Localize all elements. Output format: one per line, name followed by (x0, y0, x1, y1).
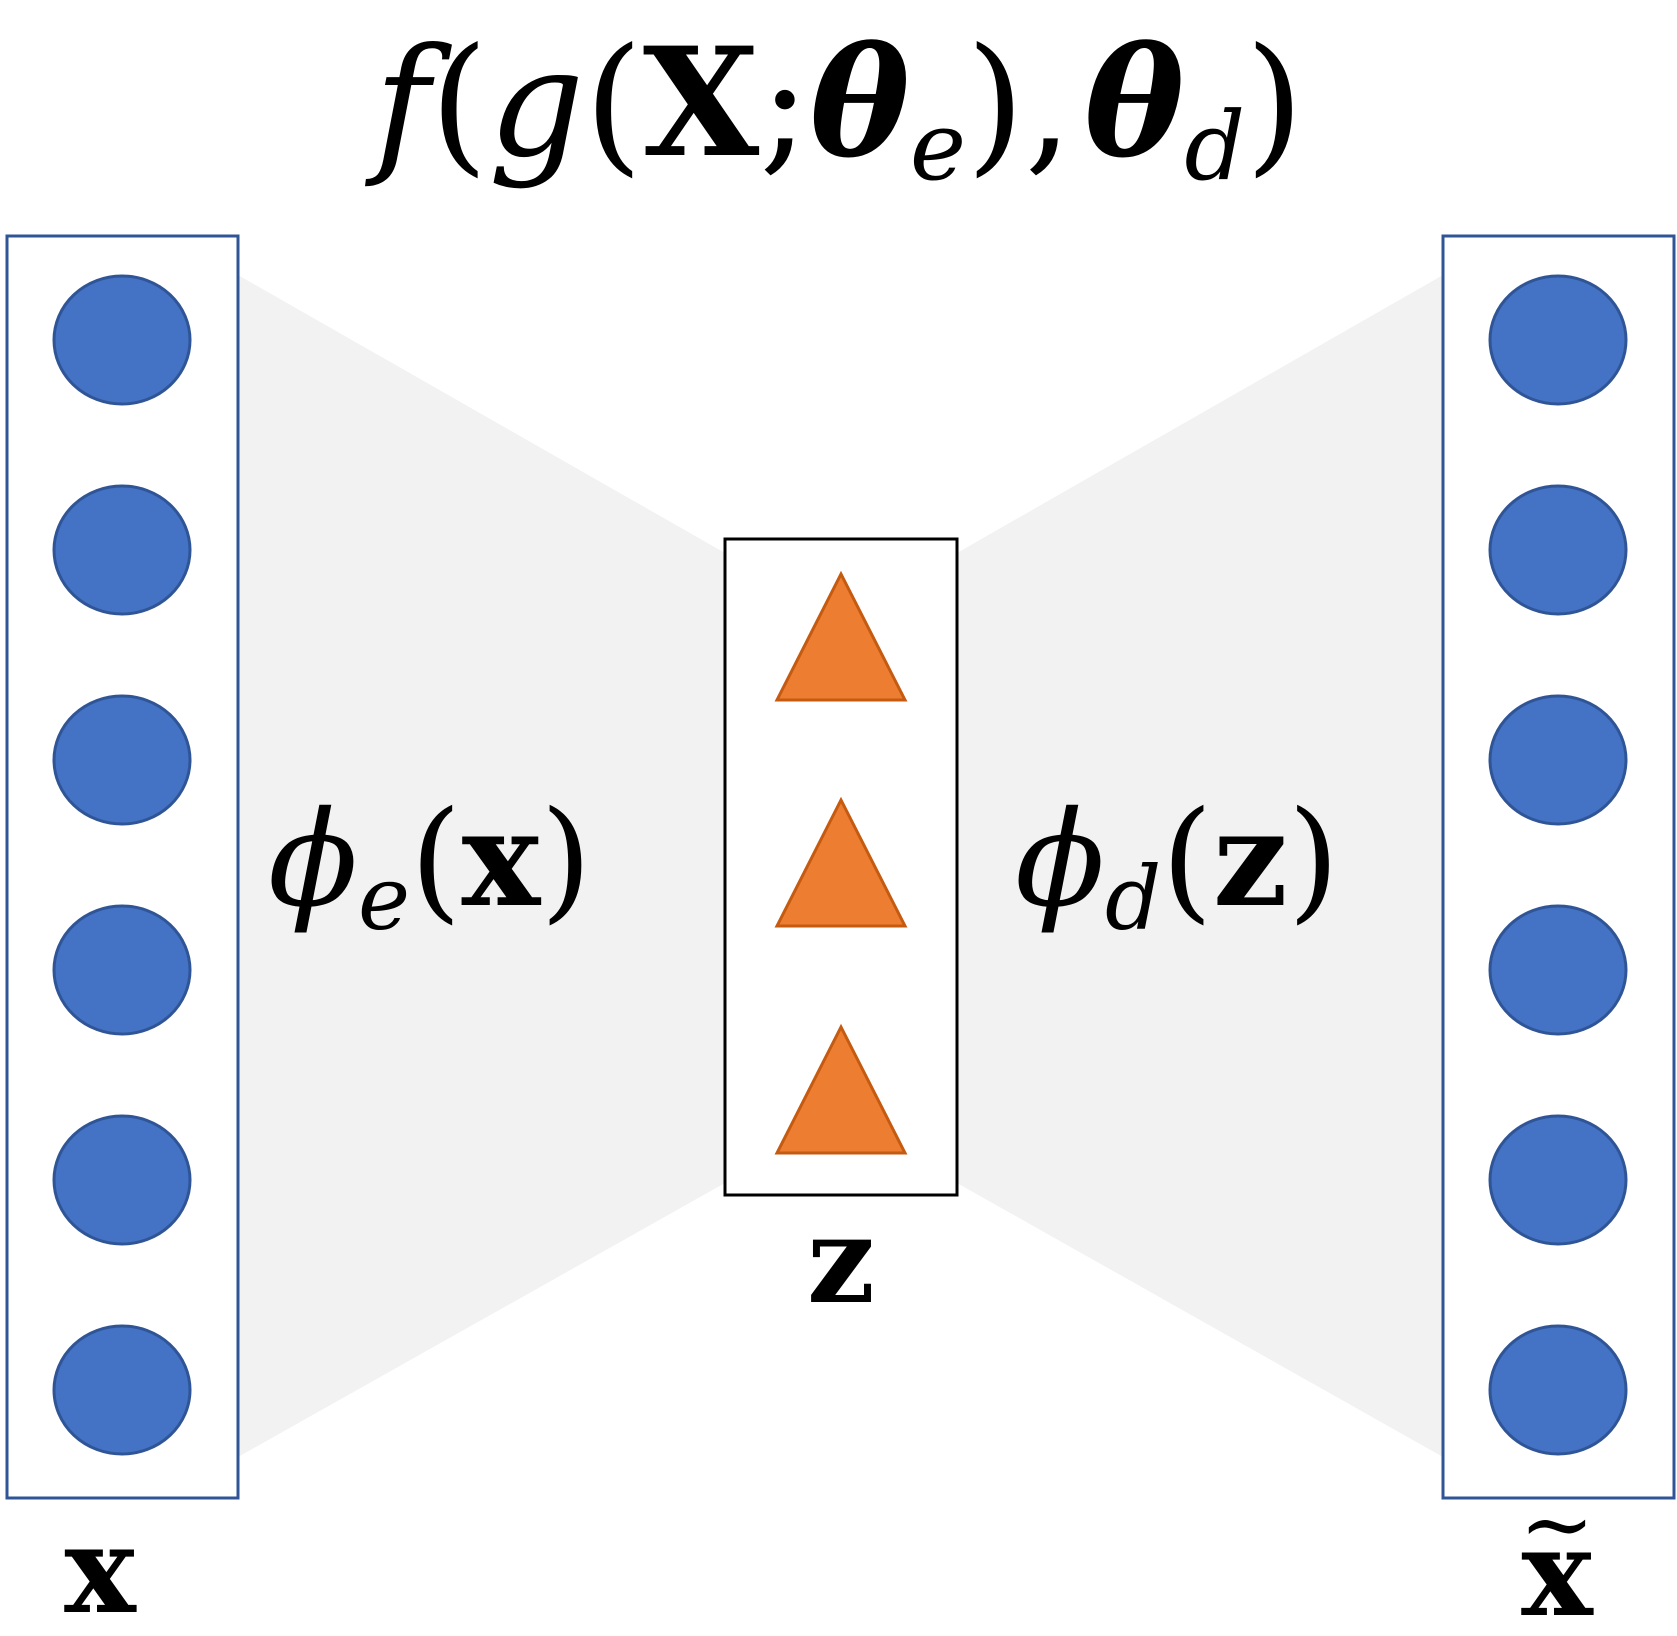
latent-node-1 (774, 570, 908, 702)
latent-nodes (774, 570, 908, 1155)
decoder-funnel (957, 275, 1443, 1457)
output-node-1 (1488, 274, 1628, 406)
output-node-5 (1488, 1114, 1628, 1246)
encoder-funnel (238, 275, 725, 1457)
output-label: x (1521, 1503, 1594, 1636)
input-label: x (64, 1500, 137, 1636)
latent-label: z (807, 1190, 875, 1331)
output-nodes (1488, 274, 1628, 1456)
output-node-6 (1488, 1324, 1628, 1456)
output-tilde: ~ (1519, 1472, 1594, 1577)
output-node-2 (1488, 484, 1628, 616)
output-layer-box (1441, 234, 1676, 1500)
output-node-4 (1488, 904, 1628, 1036)
input-node-1 (52, 274, 192, 406)
decoder-label: ϕd(z) (1015, 782, 1339, 950)
title-formula: f(g(X;θe),θd) (364, 15, 1304, 202)
output-node-3 (1488, 694, 1628, 826)
input-node-2 (52, 484, 192, 616)
input-node-3 (52, 694, 192, 826)
encoder-label: ϕe(x) (268, 782, 592, 950)
input-node-5 (52, 1114, 192, 1246)
latent-node-3 (774, 1023, 908, 1155)
input-nodes (52, 274, 192, 1456)
latent-node-2 (774, 796, 908, 928)
input-node-4 (52, 904, 192, 1036)
input-layer-box (5, 234, 240, 1500)
input-node-6 (52, 1324, 192, 1456)
